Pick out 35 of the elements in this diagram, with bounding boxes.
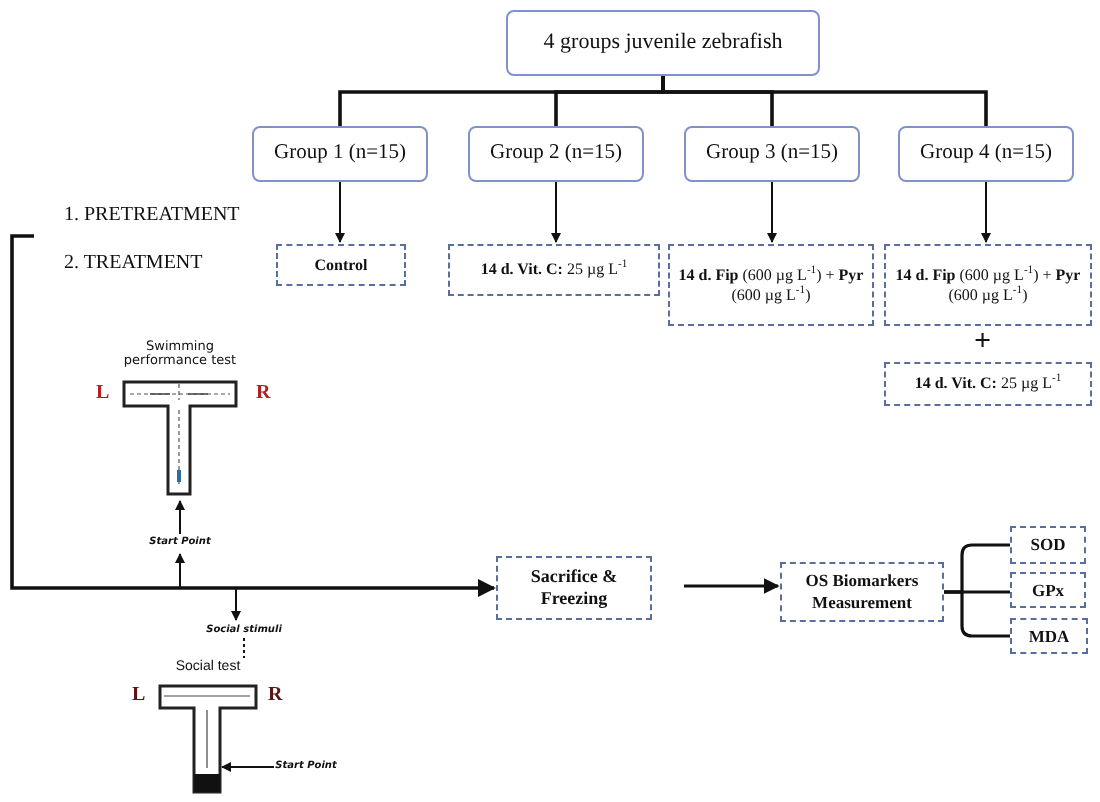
arrow bbox=[335, 181, 345, 243]
group-box: Group 4 (n=15) bbox=[898, 126, 1074, 182]
group-box: Group 3 (n=15) bbox=[684, 126, 860, 182]
arrow bbox=[175, 500, 185, 535]
stage-label: 2. TREATMENT bbox=[64, 252, 203, 274]
treatment-box: 14 d. Fip (600 µg L$^{-1}$) + Pyr (600 µg L$^{-1}$) bbox=[668, 244, 874, 326]
step-box: Control bbox=[276, 244, 406, 286]
group-box: Group 2 (n=15) bbox=[468, 126, 644, 182]
treatment-box: 14 d. Vit. C: 25 µg L$^{-1}$ bbox=[448, 244, 660, 296]
treatment-box: 14 d. Vit. C: 25 µg L$^{-1}$ bbox=[884, 362, 1092, 406]
dotted-line bbox=[243, 637, 245, 659]
arrow bbox=[684, 578, 780, 594]
connector-line bbox=[661, 76, 988, 126]
arrow bbox=[221, 762, 275, 772]
step-box: Sacrifice & Freezing bbox=[496, 556, 652, 620]
side-label: L bbox=[96, 382, 110, 404]
arrow bbox=[551, 181, 561, 243]
side-label: R bbox=[256, 382, 271, 404]
arrow bbox=[767, 181, 777, 243]
arrow bbox=[981, 181, 991, 243]
group-box: Group 1 (n=15) bbox=[252, 126, 428, 182]
step-box: SOD bbox=[1010, 526, 1086, 564]
stage-label: 1. PRETREATMENT bbox=[64, 204, 240, 226]
side-label: R bbox=[268, 684, 283, 706]
treatment-box: 14 d. Fip (600 µg L$^{-1}$) + Pyr (600 µg L$^{-1}$) bbox=[884, 244, 1092, 326]
group-box: 4 groups juvenile zebrafish bbox=[506, 10, 820, 76]
connector-line bbox=[944, 590, 1010, 638]
step-box: OS Biomarkers Measurement bbox=[780, 562, 944, 622]
side-label: L bbox=[132, 684, 146, 706]
step-box: GPx bbox=[1010, 572, 1086, 608]
plus-sign: + bbox=[974, 326, 992, 360]
arrow bbox=[10, 234, 496, 597]
arrow bbox=[175, 553, 185, 589]
arrow bbox=[231, 587, 241, 621]
step-box: MDA bbox=[1010, 618, 1088, 654]
